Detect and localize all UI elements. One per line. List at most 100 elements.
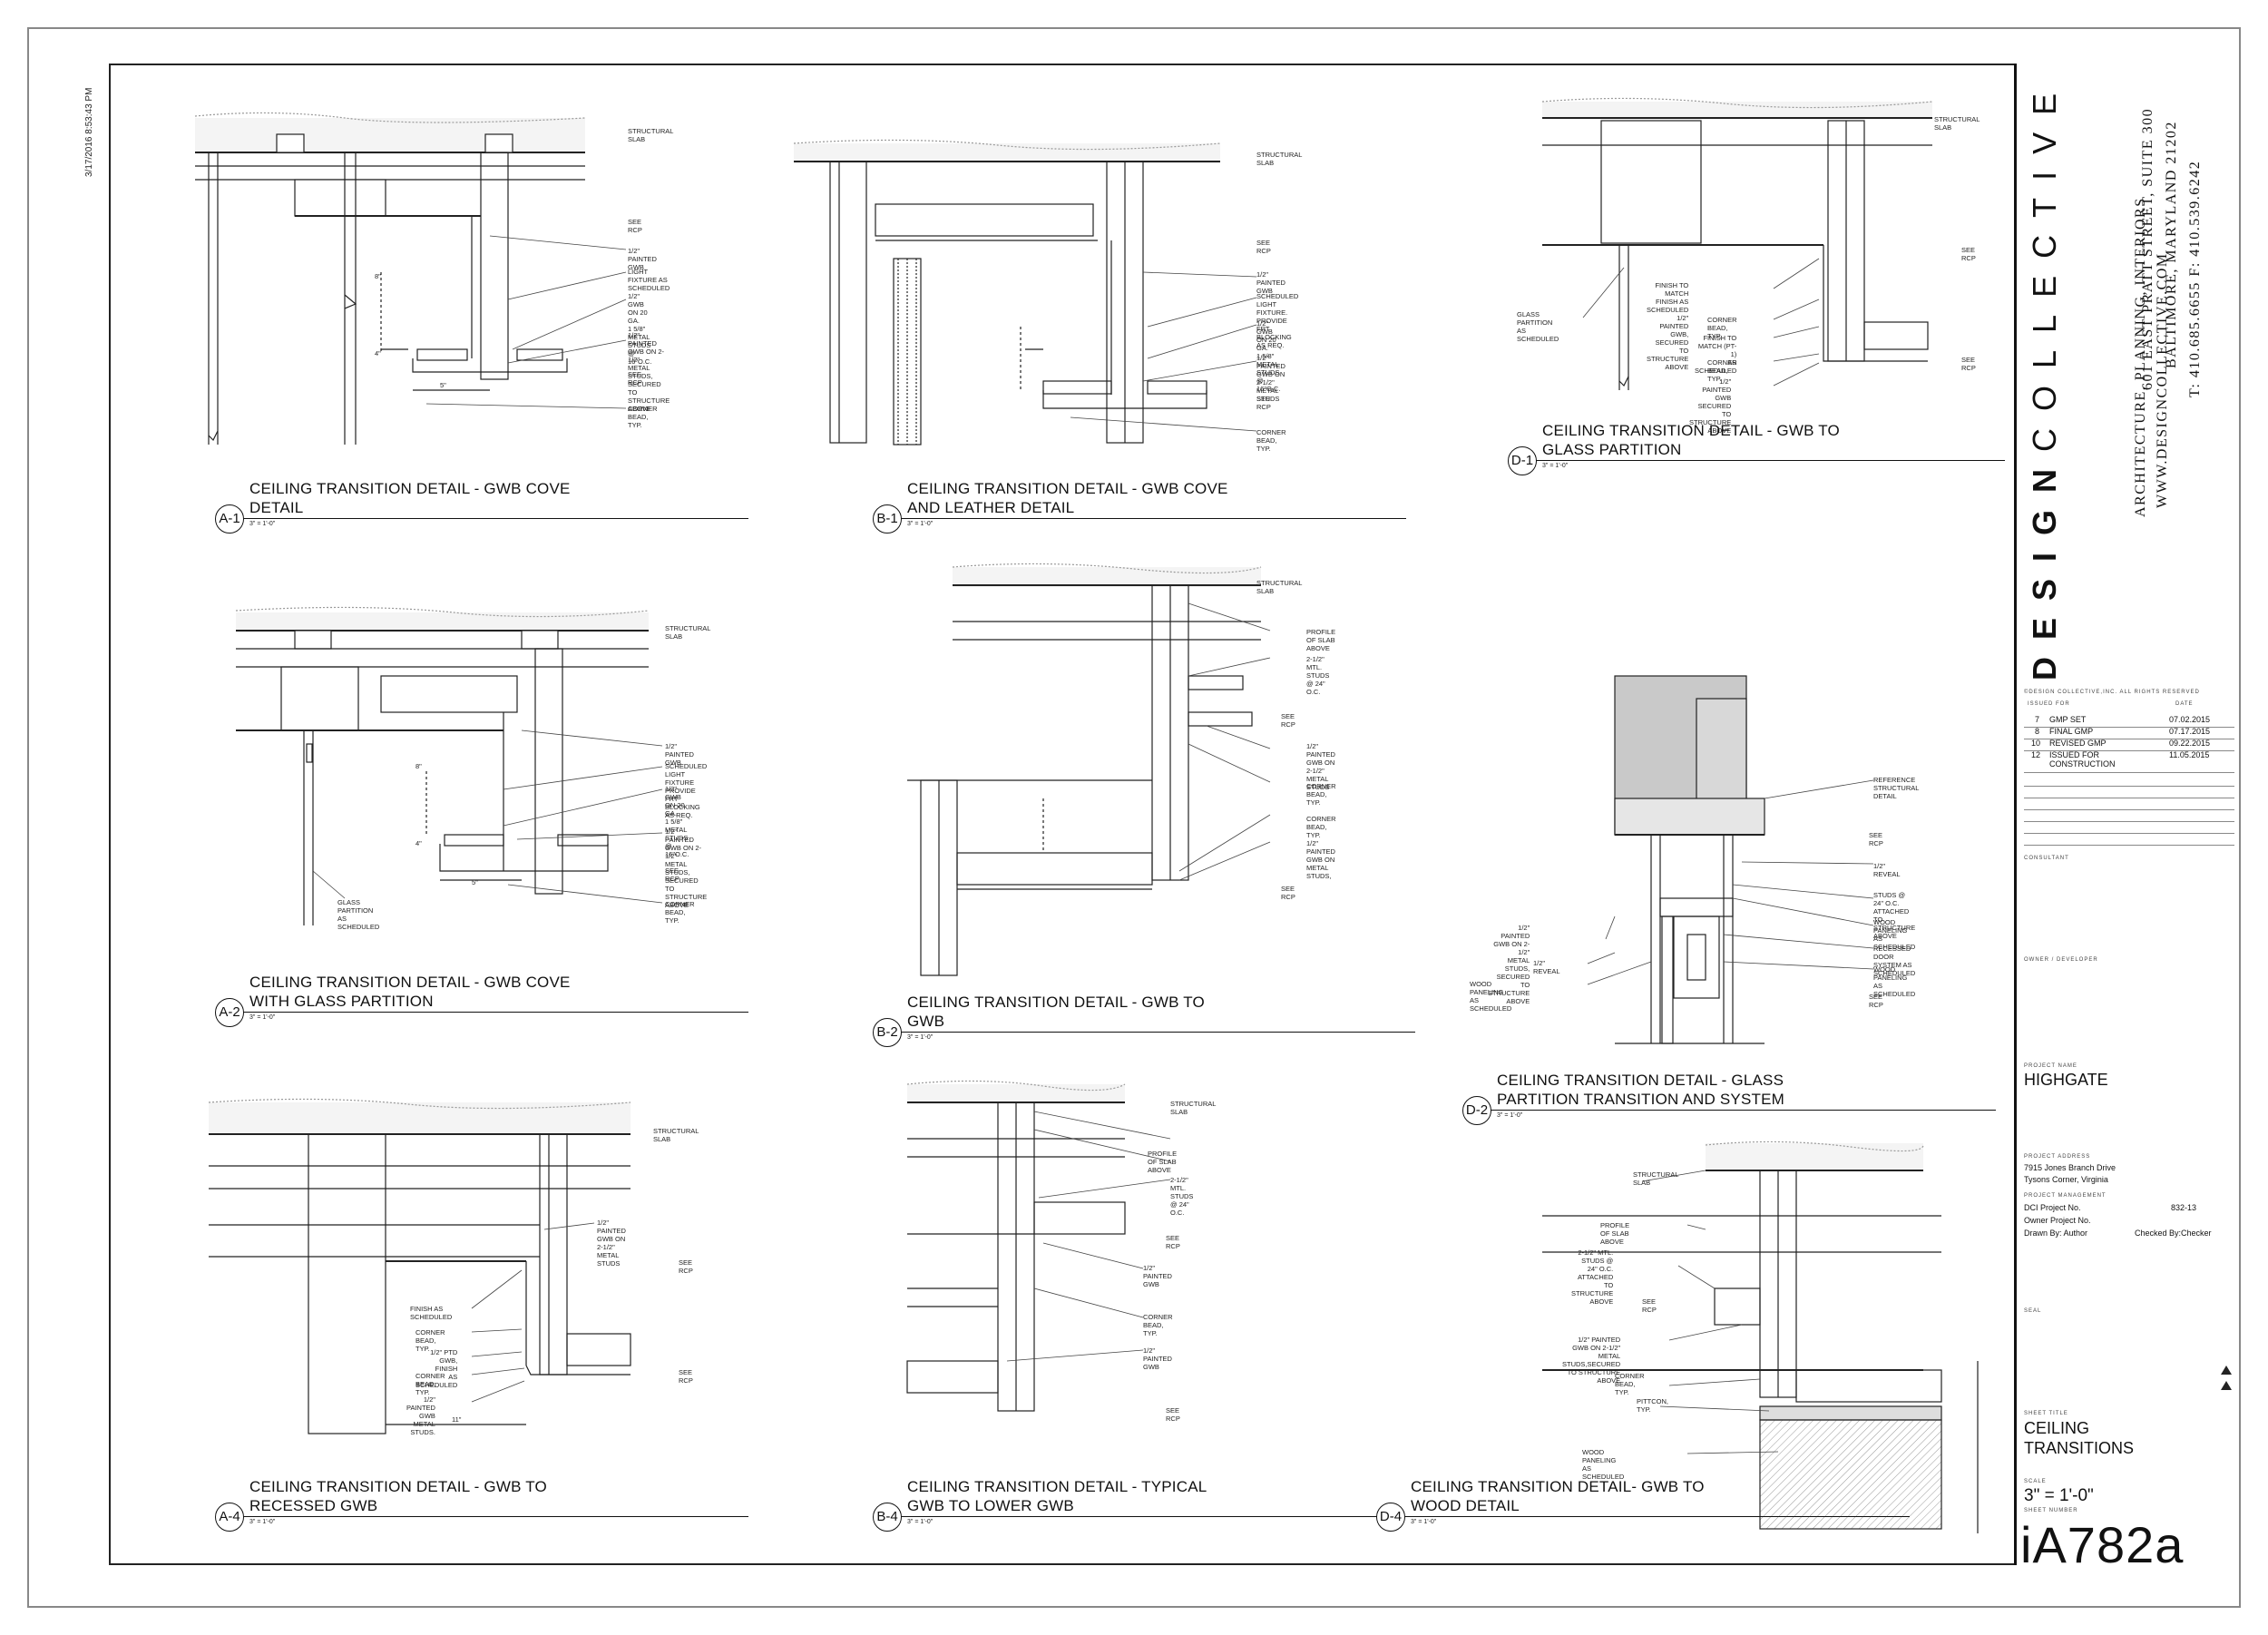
note: 1/2" PAINTED GWB ON 2-1/2" METAL STUDS,S… (1562, 1336, 1621, 1385)
detail-d4: STRUCTURAL SLAB PROFILE OF SLAB ABOVE 2-… (0, 0, 1979, 1533)
detail-scale: 3" = 1'-0" (249, 1014, 276, 1021)
detail-b4: STRUCTURAL SLAB PROFILE OF SLAB ABOVE 2-… (0, 0, 1216, 1423)
note: 1/2" PAINTED GWB (665, 742, 694, 767)
issue-date: 07.02.2015 (2169, 715, 2211, 724)
note: WOOD PANELING AS SCHEDULED (1582, 1448, 1625, 1481)
note: SEE RCP (1256, 239, 1271, 255)
detail-scale: 3" = 1'-0" (249, 1519, 276, 1525)
note: 1/2" PAINTED GWB (1143, 1346, 1172, 1371)
revision-triangle-icon (2221, 1381, 2232, 1390)
note: CORNER BEAD, TYP. (1256, 428, 1286, 453)
issue-no: 12 (2031, 750, 2041, 759)
note: RECESSED DOOR SYSTEM AS SCHEDULED (1873, 945, 1916, 977)
detail-title: CEILING TRANSITION DETAIL - GLASS PARTIT… (1497, 1072, 1784, 1108)
firm-name-light: COLLECTIVE (2026, 75, 2063, 452)
detail-scale: 3" = 1'-0" (907, 1034, 934, 1041)
note: FINISH TO MATCH (PT-1) AS SCHEDULED (1695, 334, 1737, 375)
note: GLASS PARTITION AS SCHEDULED (1517, 310, 1559, 343)
detail-title: CEILING TRANSITION DETAIL - GWB TO GLASS… (1542, 422, 1840, 458)
note: CORNER BEAD, TYP. (1306, 815, 1336, 839)
detail-bubble: A-2 (215, 998, 244, 1027)
sheet-scale: 3" = 1'-0" (2024, 1486, 2094, 1505)
issue-no: 8 (2035, 727, 2040, 736)
detail-bubble: D-4 (1376, 1503, 1405, 1532)
project-address-line2: Tysons Corner, Virginia (2024, 1175, 2108, 1184)
sheet-title: CEILING TRANSITIONS (2024, 1419, 2135, 1457)
consultant-label: CONSULTANT (2024, 856, 2069, 861)
detail-b2-drawing (907, 563, 1271, 976)
note: CORNER BEAD, TYP. (1707, 316, 1737, 340)
firm-address-2: BALTIMORE, MARYLAND 21202 (2164, 121, 2179, 368)
detail-title: CEILING TRANSITION DETAIL - GWB TO RECES… (249, 1478, 547, 1514)
issue-date: 11.05.2015 (2169, 750, 2210, 759)
note: CORNER BEAD, TYP. (415, 1372, 445, 1396)
title-rule (240, 1012, 748, 1013)
note: SEE RCP (1961, 246, 1976, 262)
note: STRUCTURAL SLAB (665, 624, 711, 641)
firm-address-1: 601 EAST PRATT STREET, SUITE 300 (2140, 107, 2156, 390)
owner-project-label: Owner Project No. (2024, 1216, 2091, 1225)
title-rule (1488, 1110, 1996, 1111)
note: 1/2" PTD GWB, FINISH AS SCHEDULED (415, 1348, 458, 1389)
date-label: DATE (2175, 701, 2194, 707)
note: 1/2" PAINTED GWB METAL STUDS. (406, 1395, 435, 1436)
detail-bubble: A-4 (215, 1503, 244, 1532)
dim-label: 5" (440, 381, 446, 389)
detail-bubble: B-4 (873, 1503, 902, 1532)
issued-for-label: ISSUED FOR (2028, 701, 2070, 707)
note: SEE RCP (665, 866, 679, 883)
note: 1/2" REVEAL (1873, 862, 1901, 878)
firm-logo: DESIGNCOLLECTIVE (2026, 76, 2064, 680)
detail-a1-drawing (194, 112, 627, 445)
dim-label: 8" (375, 272, 381, 280)
note: SCHEDULED LIGHT FIXTURE PROVIDE FRT BLOC… (665, 762, 708, 819)
owner-label: OWNER / DEVELOPER (2024, 957, 2098, 963)
issue-no: 10 (2031, 739, 2041, 748)
title-rule (898, 518, 1406, 519)
note: CORNER BEAD, TYP. (415, 1328, 445, 1353)
detail-title: CEILING TRANSITION DETAIL - TYPICAL GWB … (907, 1478, 1207, 1514)
issue-no: 7 (2035, 715, 2040, 724)
project-address-line1: 7915 Jones Branch Drive (2024, 1163, 2116, 1172)
firm-name-bold: DESIGN (2026, 451, 2063, 680)
note: SEE RCP (1961, 356, 1976, 372)
note: 1/2" REVEAL (1533, 959, 1560, 975)
detail-bubble: D-1 (1508, 446, 1537, 475)
note: SEE RCP (1281, 885, 1295, 901)
note: 2-1/2" MTL. STUDS @ 24" O.C. (1170, 1176, 1194, 1217)
note: PROFILE OF SLAB ABOVE (1306, 628, 1336, 652)
note: 1/2" PAINTED GWB ON 2-1/2" METAL STUDS, … (628, 331, 670, 413)
note: SEE RCP (628, 370, 642, 387)
issue-row-blank (2024, 786, 2234, 798)
detail-title: CEILING TRANSITION DETAIL - GWB COVE WIT… (249, 974, 571, 1010)
issue-row: 12 ISSUED FOR CONSTRUCTION 11.05.2015 (2024, 750, 2234, 773)
issue-date: 07.17.2015 (2169, 727, 2211, 736)
note: 1/2" PAINTED GWB (1256, 270, 1286, 295)
note: STRUCTURAL SLAB (653, 1127, 699, 1143)
issue-desc: ISSUED FOR CONSTRUCTION (2049, 750, 2116, 769)
detail-a2: STRUCTURAL SLAB 1/2" PAINTED GWB SCHEDUL… (0, 0, 710, 931)
note: PROFILE OF SLAB ABOVE (1600, 1221, 1630, 1246)
checked-by: Checked By:Checker (2135, 1229, 2212, 1238)
detail-scale: 3" = 1'-0" (1411, 1519, 1437, 1525)
detail-title: CEILING TRANSITION DETAIL- GWB TO WOOD D… (1411, 1478, 1705, 1514)
note: STRUCTURAL SLAB (1256, 579, 1303, 595)
detail-b4-drawing (906, 1080, 1171, 1412)
detail-title: CEILING TRANSITION DETAIL - GWB COVE DET… (249, 480, 571, 516)
dci-value: 832-13 (2171, 1203, 2197, 1212)
note: STRUCTURAL SLAB (628, 127, 674, 143)
detail-bubble: B-1 (873, 504, 902, 534)
issue-row-blank (2024, 809, 2234, 822)
note: SEE RCP (1642, 1297, 1657, 1314)
note: SEE RCP (1166, 1406, 1180, 1423)
dim-label: 4" (415, 839, 422, 847)
detail-d2-drawing (1587, 675, 1874, 1044)
title-rule (898, 1032, 1415, 1033)
detail-d4-drawing (1542, 1141, 1979, 1533)
project-mgmt-label: PROJECT MANAGEMENT (2024, 1193, 2107, 1199)
issue-row-blank (2024, 798, 2234, 810)
sheet-title-label: SHEET TITLE (2024, 1411, 2068, 1416)
note: FINISH TO MATCH FINISH AS SCHEDULED 1/2"… (1647, 281, 1689, 371)
